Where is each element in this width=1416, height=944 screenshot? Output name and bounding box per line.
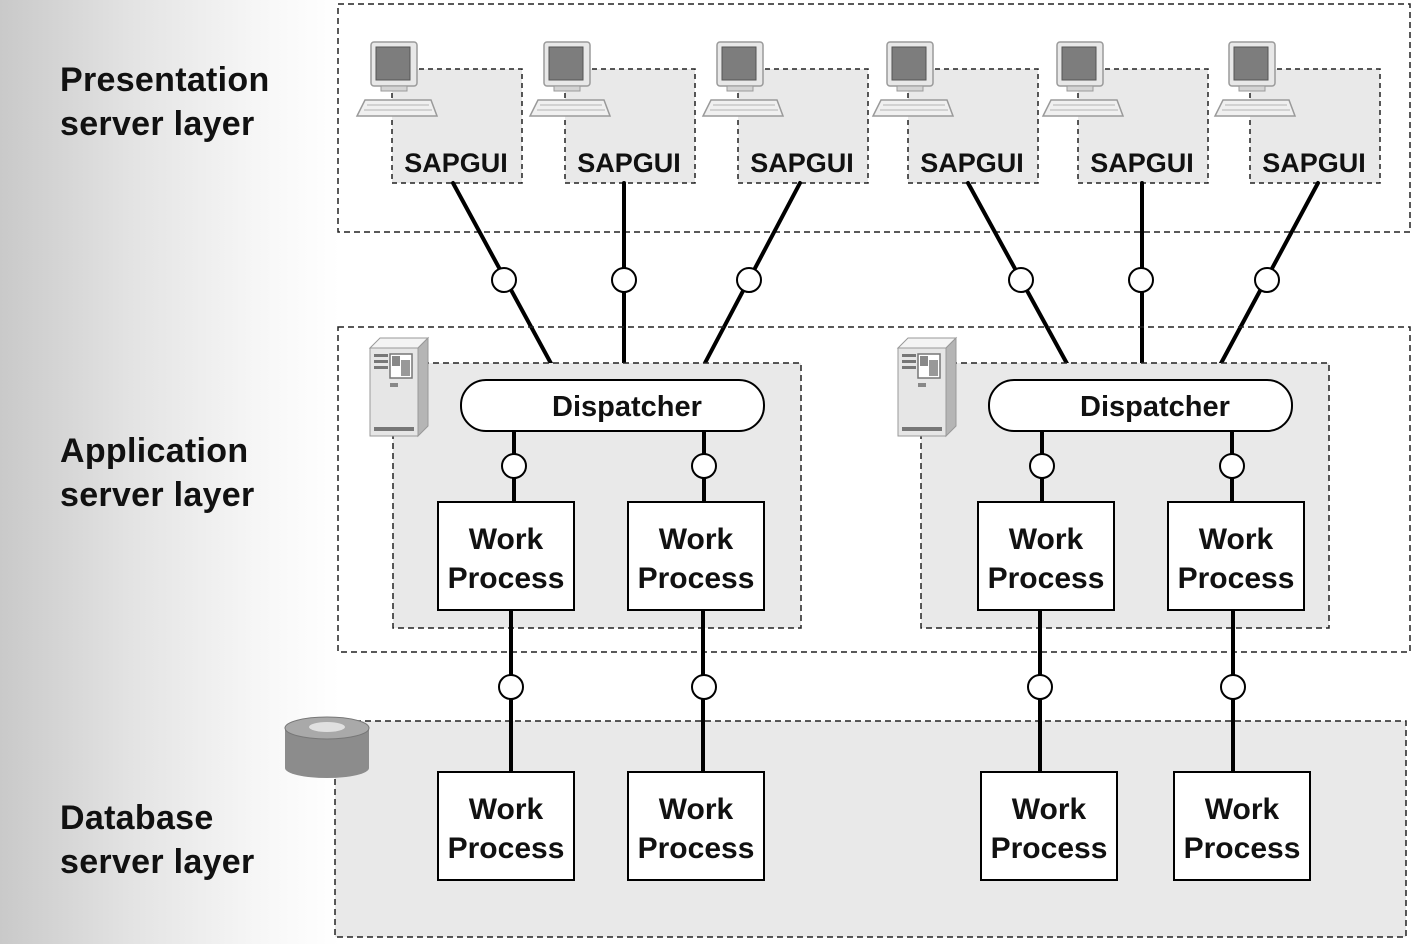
sapgui-client: SAPGUI xyxy=(872,41,1039,184)
work-process-label-line1: Work xyxy=(1199,523,1274,556)
connector-node xyxy=(1254,267,1280,293)
layer-label-band xyxy=(0,0,340,944)
work-process-label-line1: Work xyxy=(469,523,544,556)
work-process-label-line2: Process xyxy=(638,832,755,865)
connector-node xyxy=(611,267,637,293)
connector-node xyxy=(691,674,717,700)
sapgui-box xyxy=(907,68,1039,184)
sapgui-box xyxy=(1249,68,1381,184)
work-process-label-line1: Work xyxy=(1205,793,1280,826)
presentation-layer-label: Presentation server layer xyxy=(60,61,270,143)
work-process-label-line1: Work xyxy=(659,793,734,826)
connector-node xyxy=(691,453,717,479)
connector-node xyxy=(1220,674,1246,700)
dispatcher-1-label: Dispatcher xyxy=(552,391,702,423)
sapgui-box xyxy=(737,68,869,184)
dispatcher-1 xyxy=(460,379,765,432)
sapgui-client: SAPGUI xyxy=(1042,41,1209,184)
connector-node xyxy=(1128,267,1154,293)
work-process-label-line2: Process xyxy=(988,562,1105,595)
presentation-layer-boundary xyxy=(337,3,1411,233)
connector-node xyxy=(498,674,524,700)
database-layer-label: Database server layer xyxy=(60,799,255,881)
work-process-label-line1: Work xyxy=(1009,523,1084,556)
application-layer-boundary xyxy=(337,326,1411,653)
sapgui-label: SAPGUI xyxy=(1262,148,1366,178)
work-process-label-line1: Work xyxy=(469,793,544,826)
sapgui-client: SAPGUI xyxy=(1214,41,1381,184)
sapgui-label: SAPGUI xyxy=(404,148,508,178)
sapgui-label: SAPGUI xyxy=(750,148,854,178)
connector-node xyxy=(1029,453,1055,479)
sapgui-box xyxy=(1077,68,1209,184)
connector-node xyxy=(1027,674,1053,700)
sapgui-box xyxy=(391,68,523,184)
database-icon xyxy=(284,716,370,778)
sapgui-box xyxy=(564,68,696,184)
work-process-label-line2: Process xyxy=(638,562,755,595)
sapgui-client: SAPGUI xyxy=(356,41,523,184)
work-process-label-line2: Process xyxy=(448,832,565,865)
work-process-label-line2: Process xyxy=(991,832,1108,865)
connector-node xyxy=(736,267,762,293)
sapgui-client: SAPGUI xyxy=(702,41,869,184)
application-layer-label: Application server layer xyxy=(60,432,255,514)
connector-node xyxy=(1219,453,1245,479)
sapgui-clients: SAPGUI SAPGUI SAPGUI SAPGUI SAPGUI SAPGUI xyxy=(356,41,1381,184)
work-process-label-line2: Process xyxy=(1184,832,1301,865)
connector-node xyxy=(1008,267,1034,293)
server-icon xyxy=(369,337,429,437)
work-process-label-line2: Process xyxy=(1178,562,1295,595)
sapgui-label: SAPGUI xyxy=(577,148,681,178)
connector-node xyxy=(491,267,517,293)
client-connections xyxy=(451,181,1320,382)
connectors xyxy=(491,267,1280,700)
work-processes: WorkProcessWorkProcessWorkProcessWorkPro… xyxy=(437,501,1311,881)
sapgui-label: SAPGUI xyxy=(920,148,1024,178)
dispatcher-2 xyxy=(988,379,1293,432)
sapgui-label: SAPGUI xyxy=(1090,148,1194,178)
server-icon xyxy=(897,337,957,437)
connector-node xyxy=(501,453,527,479)
work-process-label-line1: Work xyxy=(1012,793,1087,826)
dispatcher-2-label: Dispatcher xyxy=(1080,391,1230,423)
work-process-label-line2: Process xyxy=(448,562,565,595)
sapgui-client: SAPGUI xyxy=(529,41,696,184)
work-process-label-line1: Work xyxy=(659,523,734,556)
